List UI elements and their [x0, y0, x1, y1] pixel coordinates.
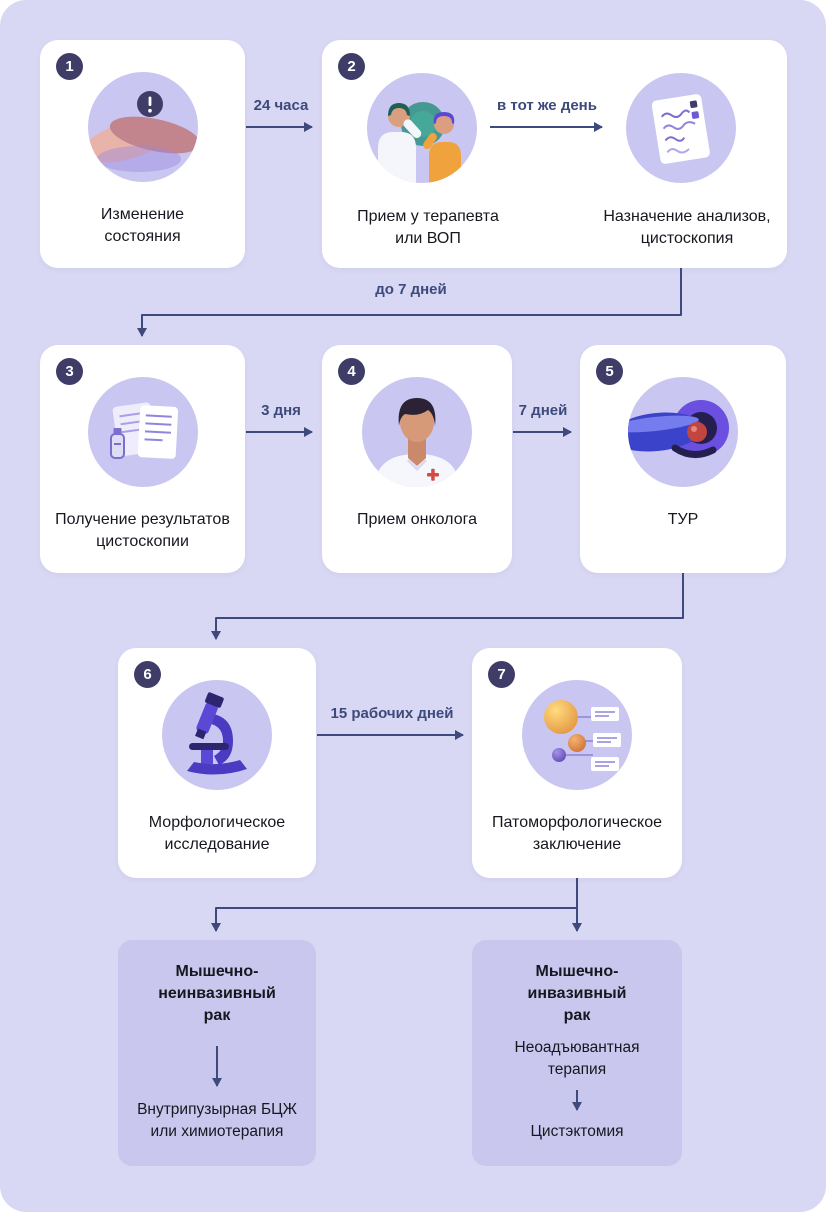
branch-invasive-step: Неоадъювантная терапия [514, 1039, 640, 1078]
branch-box-invasive: Мышечно- инвазивный рак Неоадъювантная т… [472, 940, 682, 1166]
step-1-number-badge: 1 [56, 53, 83, 80]
step-2b-label: Назначение анализов, цистоскопия [603, 208, 771, 247]
branch-box-non-invasive: Мышечно- неинвазивный рак Внутрипузырная… [118, 940, 316, 1166]
arrow-label-24-hours: 24 часа [253, 97, 309, 114]
step-1-label: Изменение состояния [100, 206, 185, 245]
step-7-number-badge: 7 [488, 661, 515, 688]
hands-alert-icon [87, 71, 199, 183]
branch-non-invasive-header: Мышечно- неинвазивный рак [158, 963, 276, 1024]
tur-procedure-icon [627, 376, 739, 488]
microscope-icon [161, 679, 273, 791]
branch-invasive-header: Мышечно- инвазивный рак [527, 963, 627, 1024]
step-card-2: 2 [322, 40, 787, 268]
step-4-number-badge: 4 [338, 358, 365, 385]
pathology-cells-icon [521, 679, 633, 791]
step-2-number-badge: 2 [338, 53, 365, 80]
step-card-1: 1 Изменение состояния [40, 40, 245, 268]
step-card-4: 4 [322, 345, 512, 573]
oncologist-icon [361, 376, 473, 488]
step-card-3: 3 [40, 345, 245, 573]
connector-step7-branch1 [211, 878, 578, 932]
arrow-label-3-days: 3 дня [261, 402, 301, 419]
step-5-label: ТУР [667, 511, 699, 528]
step-5-number-badge: 5 [596, 358, 623, 385]
step-6-number-badge: 6 [134, 661, 161, 688]
arrow-label-7-days: 7 дней [518, 402, 568, 419]
results-documents-icon [87, 376, 199, 488]
step-4-label: Прием онколога [357, 511, 477, 528]
arrow-label-same-day: в тот же день [497, 97, 597, 114]
branch-invasive-treatment: Цистэктомия [530, 1123, 624, 1140]
doctor-patient-icon [366, 72, 478, 184]
connector-step5-step6 [211, 573, 684, 640]
arrow-label-15-working-days: 15 рабочих дней [330, 705, 454, 722]
step-2-label: Прием у терапевта или ВОП [357, 208, 499, 247]
arrow-label-up-to-7-days: до 7 дней [375, 281, 447, 298]
connector-step2-step3 [137, 268, 682, 337]
branch-non-invasive-treatment: Внутрипузырная БЦЖ или химиотерапия [137, 1101, 297, 1140]
step-6-label: Морфологическое исследование [148, 814, 286, 853]
analysis-document-icon [625, 72, 737, 184]
step-card-6: 6 [118, 648, 316, 878]
step-card-5: 5 ТУР [580, 345, 786, 573]
step-3-label: Получение результатов цистоскопии [55, 511, 230, 550]
step-card-7: 7 [472, 648, 682, 878]
step-7-label: Патоморфологическое заключение [492, 814, 662, 853]
step-3-number-badge: 3 [56, 358, 83, 385]
